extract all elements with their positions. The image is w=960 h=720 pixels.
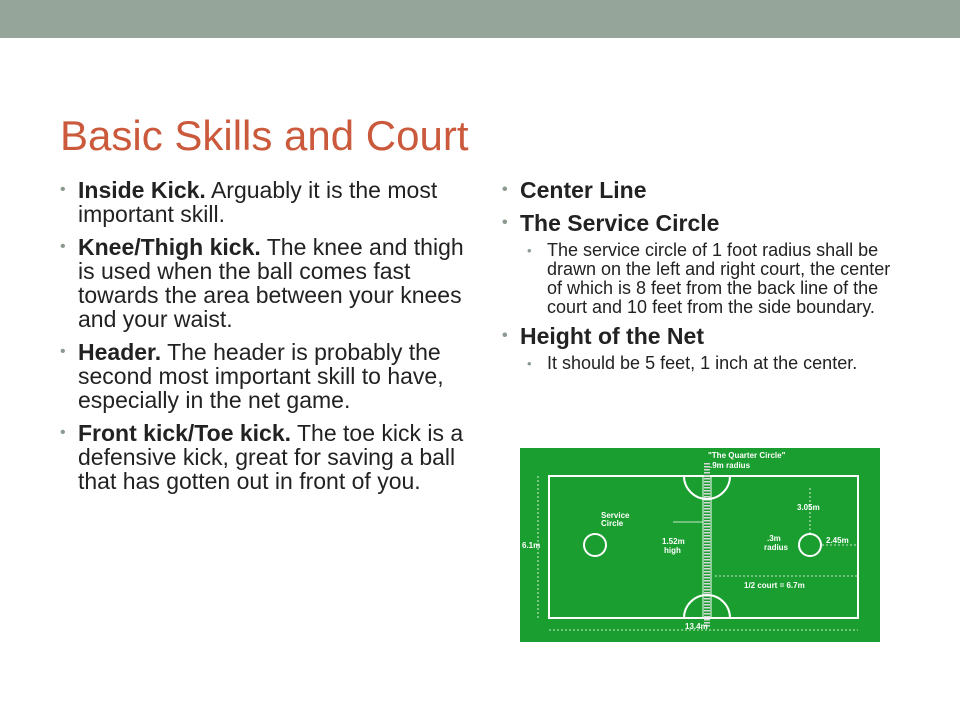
bullet-term: Front kick/Toe kick. [78, 420, 292, 446]
dimension-label: 3.05m [797, 503, 820, 512]
court-length-label: 13.4m [685, 622, 708, 631]
sub-bullet-net-height: It should be 5 feet, 1 inch at the cente… [500, 354, 910, 374]
bullet-center-line: Center Line [500, 178, 910, 202]
bullet-net-height: Height of the Net [500, 324, 910, 348]
bullet-header: Header. The header is probably the secon… [58, 340, 468, 412]
court-diagram: "The Quarter Circle" .9m radius Service … [520, 448, 880, 642]
quarter-circle-top [683, 475, 731, 500]
bullet-text: The knee and thigh is used when the ball… [78, 234, 464, 332]
bullet-front-kick: Front kick/Toe kick. The toe kick is a d… [58, 421, 468, 493]
radius-label: radius [764, 543, 789, 552]
left-bullet-column: Inside Kick. Arguably it is the most imp… [58, 178, 468, 502]
right-bullet-column: Center Line The Service Circle The servi… [500, 178, 910, 380]
service-circle-left [583, 533, 607, 557]
bullet-text: The toe kick is a defensive kick, great … [78, 420, 464, 494]
bullet-service-circle: The Service Circle [500, 211, 910, 235]
net-height-label: high [664, 546, 681, 555]
bullet-term: Knee/Thigh kick. [78, 234, 261, 260]
bullet-inside-kick: Inside Kick. Arguably it is the most imp… [58, 178, 468, 226]
quarter-radius-label: .9m radius [710, 461, 751, 470]
sub-bullet-service-circle: The service circle of 1 foot radius shal… [500, 241, 910, 317]
slide-title: Basic Skills and Court [60, 112, 469, 159]
court-width-label: 6.1m [522, 541, 540, 550]
bullet-term: Header. [78, 339, 162, 365]
dimension-label: 2.45m [826, 536, 849, 545]
radius-label: .3m [767, 534, 781, 543]
top-accent-bar [0, 0, 960, 38]
quarter-circle-label: "The Quarter Circle" [708, 451, 786, 460]
service-circle-label: Service [601, 511, 630, 520]
service-circle-label: Circle [601, 519, 624, 528]
bullet-text: Arguably it is the most important skill. [78, 177, 438, 227]
half-court-label: 1/2 court = 6.7m [744, 581, 805, 590]
bullet-term: Inside Kick. [78, 177, 206, 203]
net-height-label: 1.52m [662, 537, 685, 546]
quarter-circle-bottom [683, 594, 731, 619]
bullet-text: The header is probably the second most i… [78, 339, 444, 413]
bullet-knee-thigh-kick: Knee/Thigh kick. The knee and thigh is u… [58, 235, 468, 331]
